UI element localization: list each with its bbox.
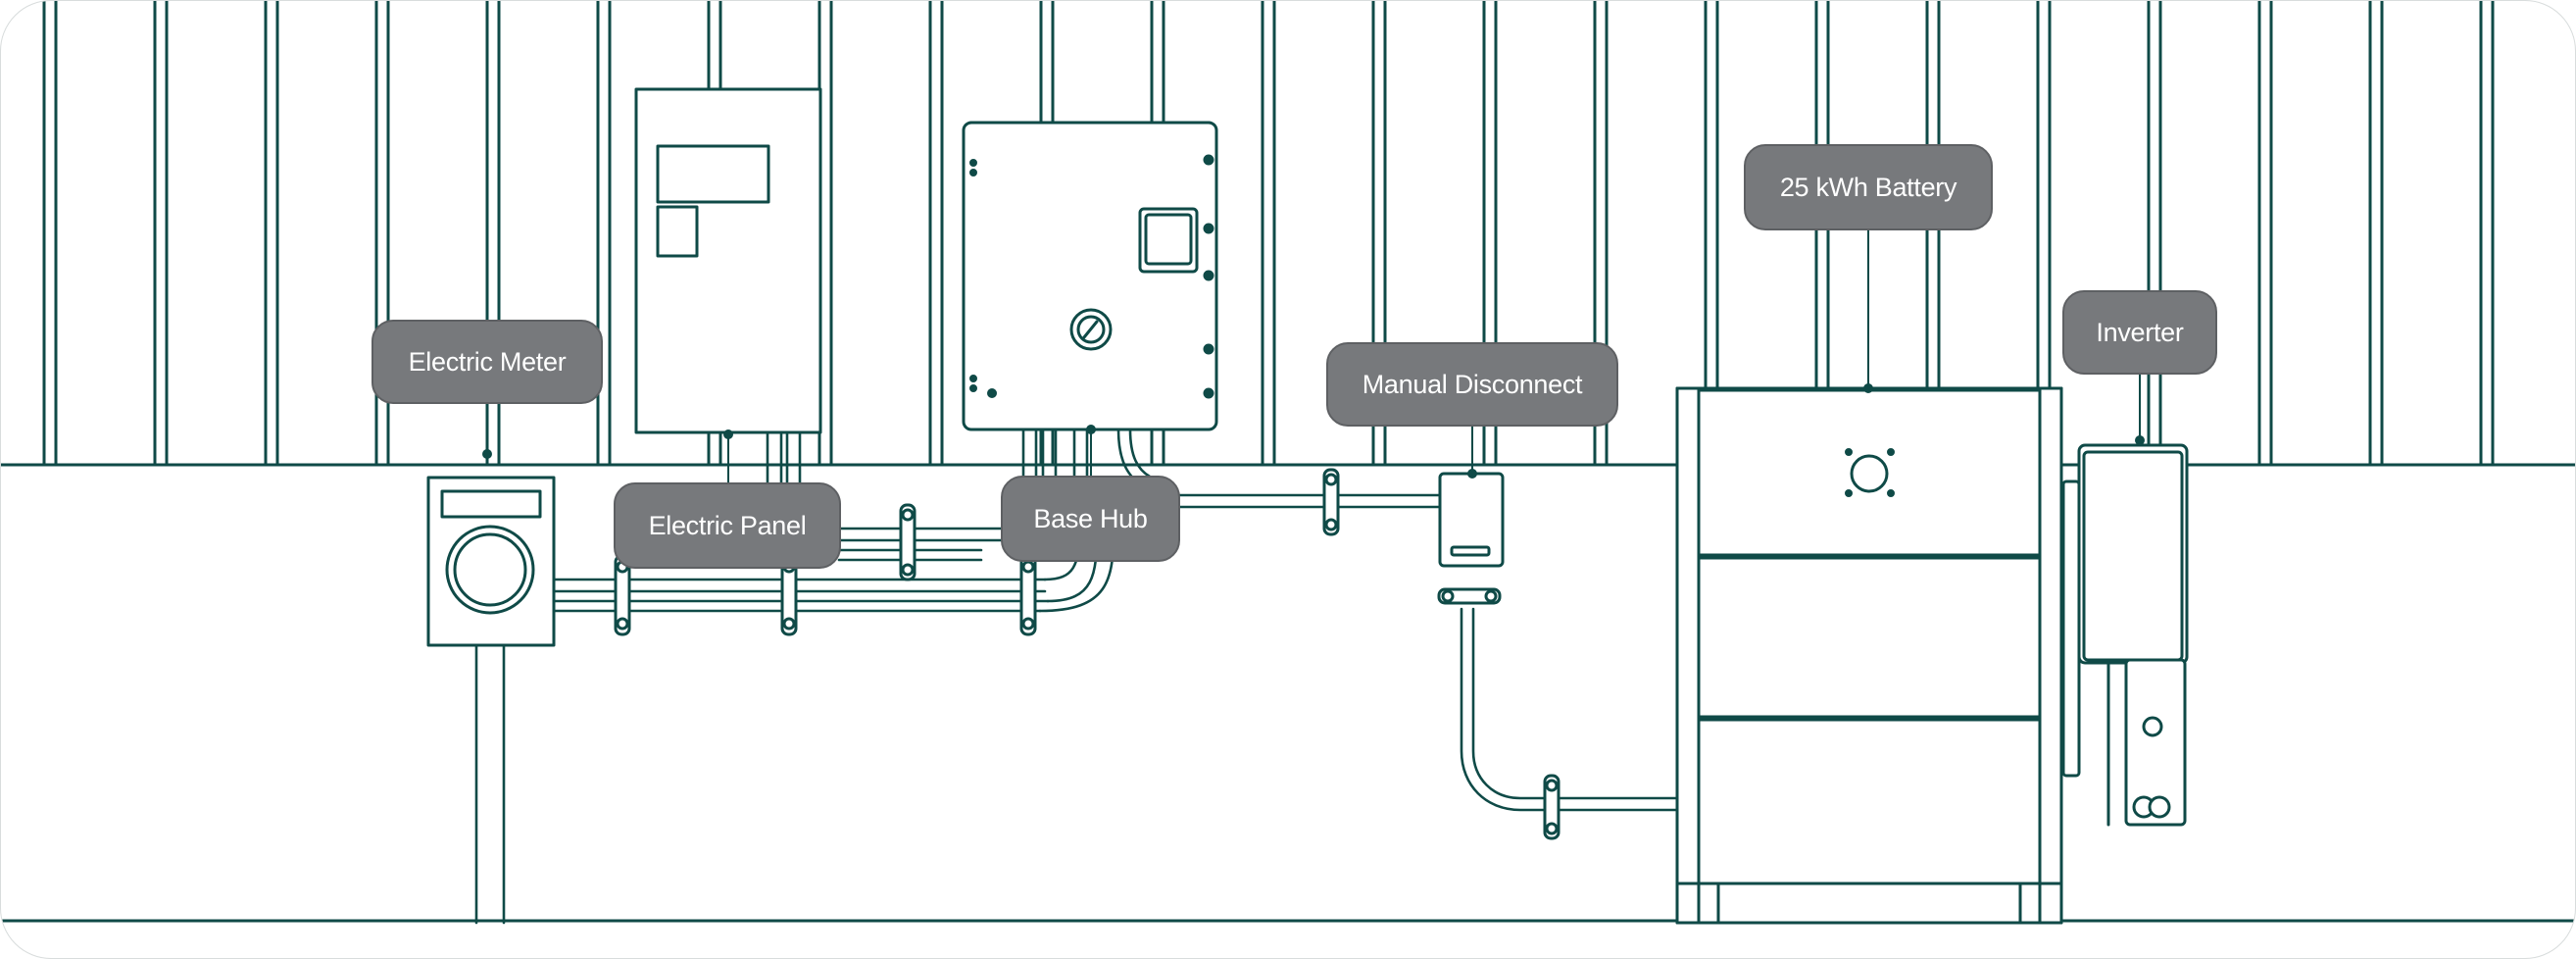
label-battery: 25 kWh Battery [1744, 144, 1993, 230]
manual-disconnect [1438, 472, 1505, 568]
label-inverter: Inverter [2062, 290, 2217, 375]
label-base-hub: Base Hub [1001, 476, 1180, 562]
label-electric-meter: Electric Meter [372, 320, 603, 404]
leader-lines [482, 229, 2145, 483]
electric-meter [426, 476, 556, 647]
base-hub [962, 121, 1218, 431]
battery [1675, 386, 2063, 925]
electric-panel [634, 87, 822, 434]
inverter [2061, 443, 2189, 827]
wall-base-line [1, 463, 2575, 923]
label-manual-disconnect: Manual Disconnect [1326, 342, 1618, 427]
label-electric-panel: Electric Panel [614, 482, 841, 569]
